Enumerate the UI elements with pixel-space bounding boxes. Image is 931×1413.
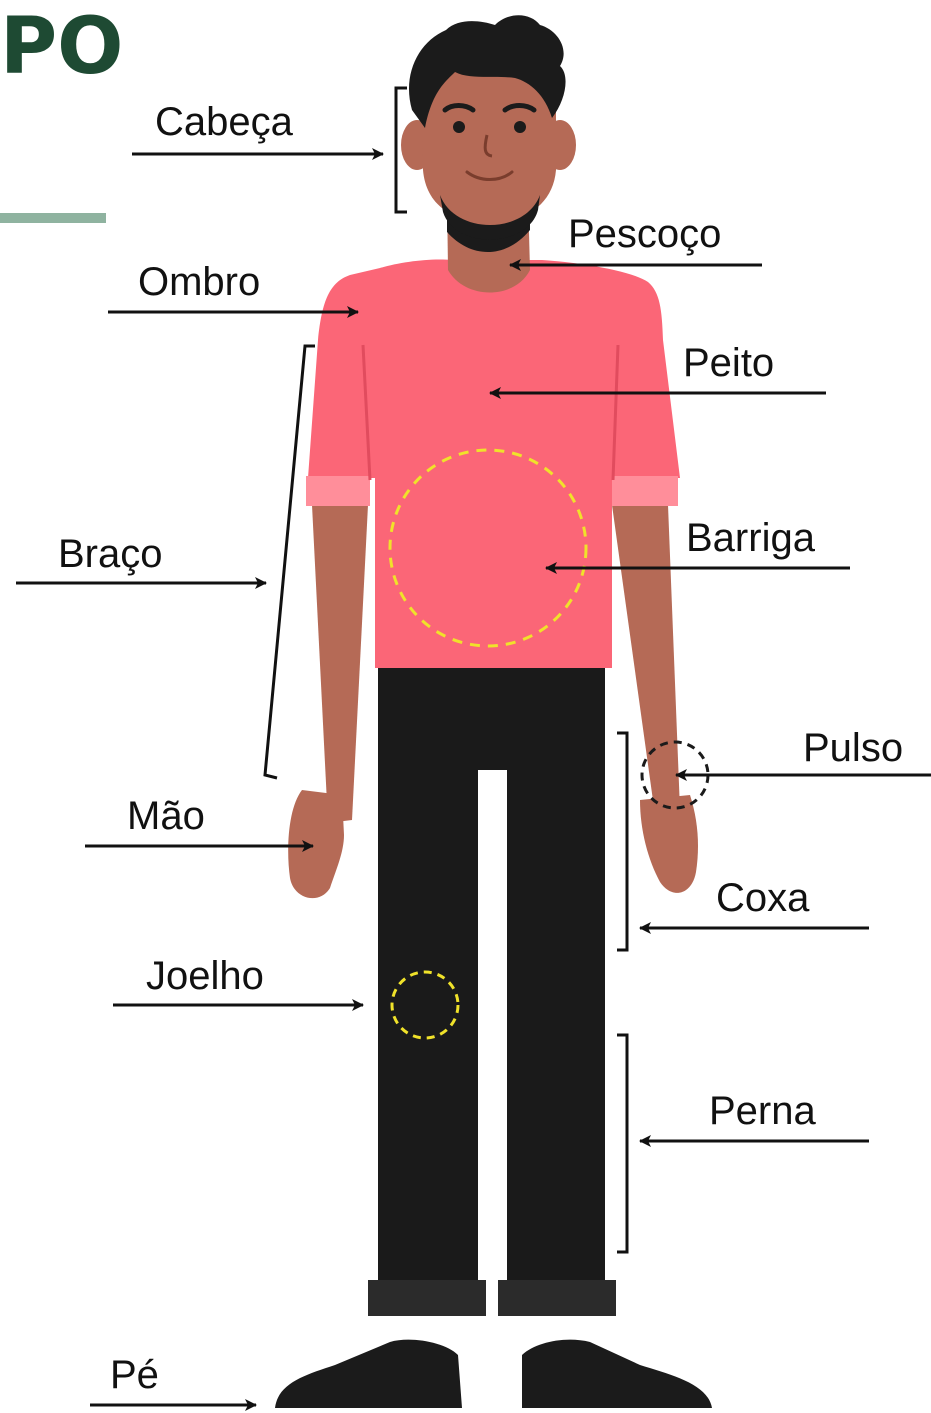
shirt bbox=[308, 259, 680, 668]
label-pescoco: Pescoço bbox=[568, 214, 721, 254]
arm-bracket bbox=[265, 346, 315, 778]
label-peito: Peito bbox=[683, 343, 774, 383]
left-shoe bbox=[275, 1340, 462, 1408]
left-sleeve-cuff bbox=[306, 476, 370, 506]
label-barriga: Barriga bbox=[686, 518, 815, 558]
label-joelho: Joelho bbox=[146, 956, 264, 996]
label-pe: Pé bbox=[110, 1355, 159, 1395]
label-perna: Perna bbox=[709, 1091, 816, 1131]
label-coxa: Coxa bbox=[716, 878, 809, 918]
left-cuff bbox=[368, 1280, 486, 1316]
label-braco: Braço bbox=[58, 534, 163, 574]
right-shoe bbox=[522, 1340, 712, 1408]
right-hand bbox=[640, 795, 698, 893]
label-ombro: Ombro bbox=[138, 262, 260, 302]
right-sleeve-cuff bbox=[612, 476, 678, 506]
thigh-bracket bbox=[617, 733, 627, 950]
left-hand bbox=[288, 790, 344, 898]
label-pulso: Pulso bbox=[803, 728, 903, 768]
right-arm bbox=[612, 505, 680, 815]
leg-bracket bbox=[617, 1035, 627, 1252]
label-mao: Mão bbox=[127, 796, 205, 836]
label-cabeca: Cabeça bbox=[155, 102, 293, 142]
left-arm bbox=[312, 505, 368, 823]
right-cuff bbox=[498, 1280, 616, 1316]
